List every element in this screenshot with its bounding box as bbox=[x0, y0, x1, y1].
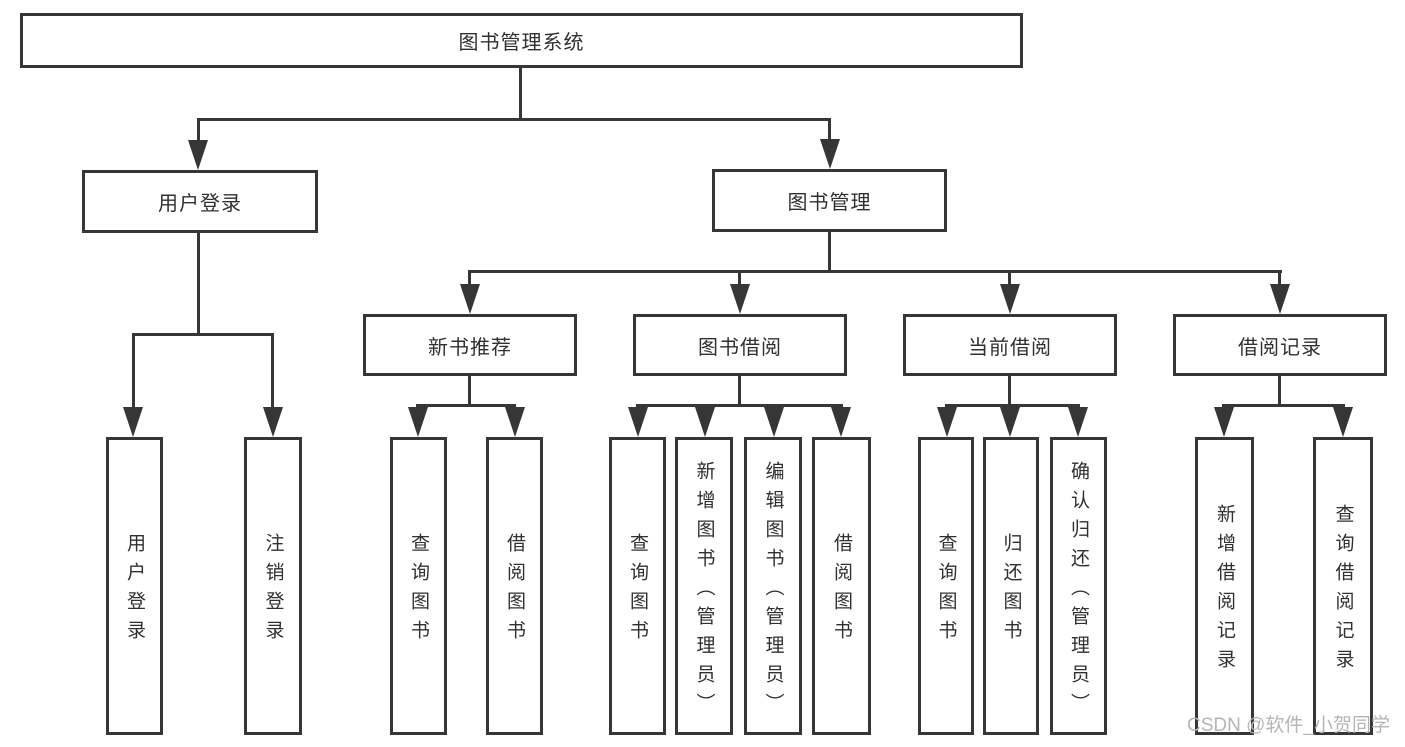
leaf-cb-return-books-label: 归还图书 bbox=[1000, 533, 1022, 649]
leaf-cb-query-books: 查询图书 bbox=[918, 437, 974, 735]
leaf-bb-query-books: 查询图书 bbox=[609, 437, 666, 735]
connector-mgmt-stem bbox=[828, 232, 831, 272]
connector-drop-user-login bbox=[197, 118, 200, 144]
connector-currentborrow-stem bbox=[1008, 376, 1011, 406]
connector-newbooks-stem bbox=[468, 376, 471, 406]
leaf-bb-add-books-admin: 新增图书（管理员） bbox=[675, 437, 733, 735]
node-book-management: 图书管理 bbox=[712, 169, 947, 232]
connector-drop-book-borrow bbox=[738, 270, 741, 286]
node-user-login-label: 用户登录 bbox=[158, 193, 242, 215]
leaf-nb-borrow-books: 借阅图书 bbox=[486, 437, 543, 735]
leaf-cb-return-books: 归还图书 bbox=[983, 437, 1039, 735]
node-book-borrowing-label: 图书借阅 bbox=[698, 336, 782, 359]
connector-records-stem bbox=[1278, 376, 1281, 406]
arrowhead-book-mgmt bbox=[820, 139, 840, 169]
arrowhead-bb-edit bbox=[764, 407, 784, 437]
leaf-br-query-record-label: 查询借阅记录 bbox=[1332, 504, 1354, 678]
connector-drop-leaf-login bbox=[132, 333, 135, 409]
arrowhead-bb-borrow bbox=[831, 407, 851, 437]
leaf-user-login-label: 用户登录 bbox=[124, 533, 145, 649]
node-root-label: 图书管理系统 bbox=[458, 32, 585, 54]
arrowhead-leaf-login bbox=[123, 407, 143, 437]
arrowhead-nb-borrow bbox=[505, 407, 525, 437]
arrowhead-bb-add bbox=[695, 407, 715, 437]
leaf-nb-borrow-books-label: 借阅图书 bbox=[504, 533, 525, 649]
leaf-bb-borrow-books-label: 借阅图书 bbox=[831, 533, 852, 649]
connector-level3-bar bbox=[468, 270, 1282, 273]
leaf-bb-edit-books-admin-label: 编辑图书（管理员） bbox=[762, 460, 784, 722]
leaf-logout: 注销登录 bbox=[244, 437, 302, 735]
arrowhead-leaf-logout bbox=[263, 407, 283, 437]
leaf-bb-borrow-books: 借阅图书 bbox=[812, 437, 871, 735]
leaf-br-query-record: 查询借阅记录 bbox=[1313, 437, 1373, 735]
arrowhead-user-login bbox=[188, 140, 208, 170]
leaf-bb-edit-books-admin: 编辑图书（管理员） bbox=[744, 437, 802, 735]
leaf-nb-query-books-label: 查询图书 bbox=[408, 533, 429, 649]
leaf-nb-query-books: 查询图书 bbox=[390, 437, 447, 735]
node-book-borrowing: 图书借阅 bbox=[633, 314, 847, 376]
csdn-watermark: CSDN @软件_小贺同学 bbox=[1187, 715, 1390, 736]
leaf-cb-query-books-label: 查询图书 bbox=[935, 533, 957, 649]
node-current-borrowing-label: 当前借阅 bbox=[968, 336, 1052, 359]
connector-level2-bar bbox=[197, 118, 831, 121]
connector-records-bar bbox=[1222, 404, 1345, 407]
node-book-management-label: 图书管理 bbox=[787, 192, 872, 214]
connector-drop-current-borrow bbox=[1008, 270, 1011, 286]
arrowhead-borrow-records bbox=[1270, 284, 1290, 314]
connector-drop-new-books bbox=[468, 270, 471, 286]
leaf-user-login: 用户登录 bbox=[106, 437, 163, 735]
connector-bookborrow-stem bbox=[738, 376, 741, 406]
connector-bookborrow-bar bbox=[636, 404, 843, 407]
connector-newbooks-bar bbox=[416, 404, 516, 407]
connector-drop-leaf-logout bbox=[271, 333, 274, 409]
leaf-br-add-record: 新增借阅记录 bbox=[1195, 437, 1254, 735]
connector-root-stem bbox=[519, 68, 522, 120]
node-root: 图书管理系统 bbox=[20, 13, 1023, 68]
node-new-book-recommend-label: 新书推荐 bbox=[428, 336, 512, 359]
leaf-bb-add-books-admin-label: 新增图书（管理员） bbox=[693, 460, 715, 722]
connector-currentborrow-bar bbox=[945, 404, 1080, 407]
node-borrow-records-label: 借阅记录 bbox=[1238, 336, 1322, 359]
arrowhead-bb-query bbox=[628, 407, 648, 437]
leaf-br-add-record-label: 新增借阅记录 bbox=[1214, 504, 1235, 678]
arrowhead-cb-query bbox=[937, 407, 957, 437]
arrowhead-cb-return bbox=[1000, 407, 1020, 437]
leaf-logout-label: 注销登录 bbox=[262, 533, 284, 649]
connector-drop-book-mgmt bbox=[828, 118, 831, 144]
arrowhead-nb-query bbox=[408, 407, 428, 437]
leaf-bb-query-books-label: 查询图书 bbox=[627, 533, 648, 649]
node-borrow-records: 借阅记录 bbox=[1173, 314, 1387, 376]
arrowhead-br-query bbox=[1333, 407, 1353, 437]
arrowhead-current-borrow bbox=[1000, 284, 1020, 314]
connector-user-bar bbox=[132, 333, 274, 336]
node-user-login: 用户登录 bbox=[82, 170, 318, 233]
connector-drop-borrow-records bbox=[1278, 270, 1281, 286]
arrowhead-new-books bbox=[460, 284, 480, 314]
leaf-cb-confirm-return-admin: 确认归还（管理员） bbox=[1050, 437, 1107, 735]
arrowhead-book-borrow bbox=[730, 284, 750, 314]
connector-user-stem bbox=[197, 233, 200, 335]
arrowhead-br-add bbox=[1214, 407, 1234, 437]
leaf-cb-confirm-return-admin-label: 确认归还（管理员） bbox=[1068, 460, 1089, 722]
node-new-book-recommend: 新书推荐 bbox=[363, 314, 577, 376]
node-current-borrowing: 当前借阅 bbox=[903, 314, 1117, 376]
arrowhead-cb-confirm bbox=[1068, 407, 1088, 437]
